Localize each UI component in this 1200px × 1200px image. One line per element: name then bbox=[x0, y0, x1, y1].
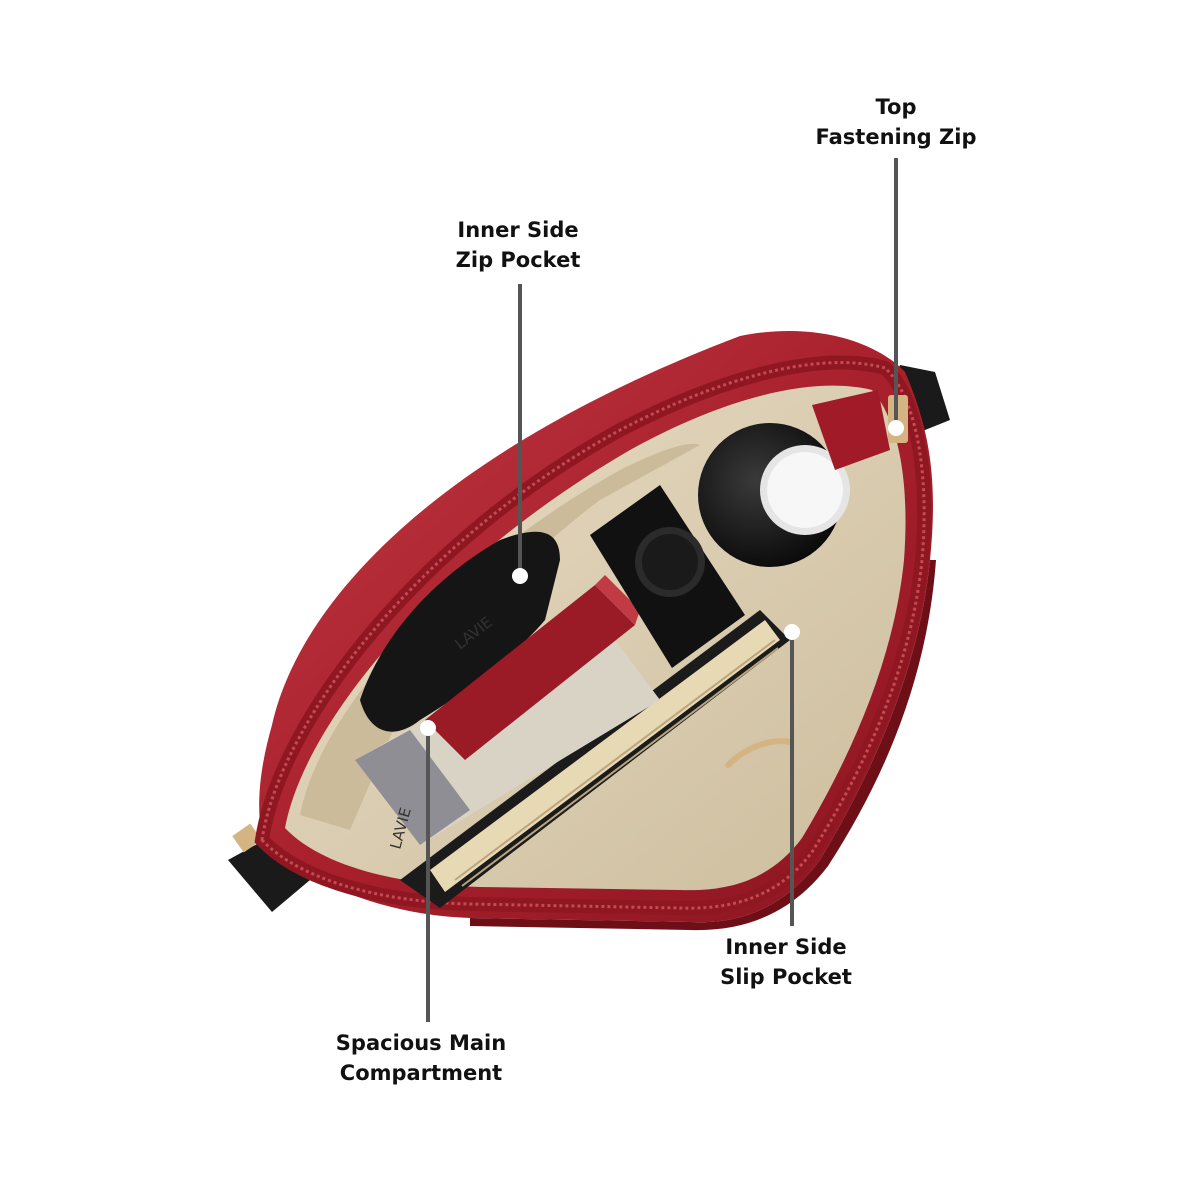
lipstick-box bbox=[425, 575, 640, 760]
callout-label-line-2: Fastening Zip bbox=[815, 125, 977, 149]
callout-lines bbox=[426, 158, 898, 1022]
callout-dot-main bbox=[420, 720, 436, 736]
callout-dot-zip-pocket bbox=[512, 568, 528, 584]
callout-label-line-2: Compartment bbox=[339, 1061, 503, 1085]
sunglasses bbox=[360, 531, 560, 732]
callout-dot-top-zip bbox=[888, 420, 904, 436]
callout-label-line-1: Spacious Main bbox=[335, 1031, 507, 1055]
zip-pull-tab bbox=[812, 390, 890, 470]
callout-label-line-2: Zip Pocket bbox=[455, 248, 581, 272]
callout-label-line-1: Inner Side bbox=[725, 935, 847, 959]
callout-dot-slip-pocket bbox=[784, 624, 800, 640]
callout-label-line-1: Top bbox=[875, 95, 917, 119]
inner-zip-pocket-panel bbox=[300, 443, 700, 830]
callout-label-inner-side-slip-pocket: Inner Side Slip Pocket bbox=[686, 932, 886, 992]
left-strap-tab bbox=[228, 823, 310, 912]
perfume-bottle bbox=[698, 423, 850, 567]
brand-charm bbox=[725, 738, 793, 768]
callout-label-line-1: Inner Side bbox=[457, 218, 579, 242]
callout-label-inner-side-zip-pocket: Inner Side Zip Pocket bbox=[418, 215, 618, 275]
callout-label-line-2: Slip Pocket bbox=[720, 965, 852, 989]
callout-dots bbox=[420, 420, 904, 736]
compact-box bbox=[590, 485, 745, 668]
callout-label-top-fastening-zip: Top Fastening Zip bbox=[796, 92, 996, 152]
callout-label-spacious-main-compartment: Spacious Main Compartment bbox=[306, 1028, 536, 1088]
notebook bbox=[400, 610, 790, 908]
